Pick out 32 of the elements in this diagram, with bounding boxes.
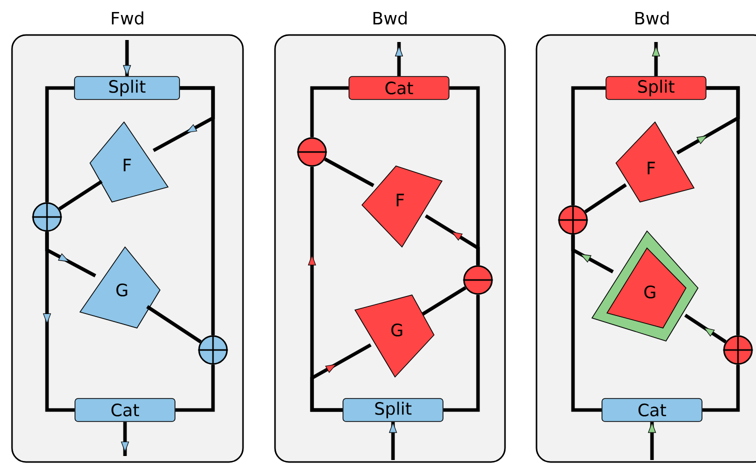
operator-circle bbox=[463, 265, 493, 295]
label-box: Cat bbox=[348, 76, 450, 100]
connector-line bbox=[58, 180, 103, 210]
label-box: Cat bbox=[74, 398, 176, 422]
panel-title: Fwd bbox=[112, 11, 144, 25]
connector-line bbox=[571, 86, 606, 206]
operator-circle bbox=[558, 205, 588, 235]
connector-line bbox=[702, 364, 740, 412]
connector-line bbox=[422, 286, 466, 316]
connector-line bbox=[324, 158, 374, 188]
arrow bbox=[684, 314, 727, 344]
panel-title: Bwd bbox=[635, 11, 669, 25]
connector-line bbox=[180, 86, 215, 336]
connector-line bbox=[146, 305, 202, 344]
connector-line bbox=[706, 86, 740, 336]
arrow bbox=[571, 234, 614, 274]
panel-title: Bwd bbox=[373, 11, 407, 25]
label-box: Split bbox=[342, 398, 444, 422]
label-box: Split bbox=[74, 76, 180, 100]
connector-line bbox=[443, 294, 480, 412]
label-box: Split bbox=[606, 76, 706, 100]
connector-line bbox=[45, 86, 74, 202]
label-box: Cat bbox=[602, 398, 702, 422]
operator-circle bbox=[297, 137, 327, 167]
connector-line bbox=[310, 86, 349, 138]
operator-circle bbox=[32, 202, 62, 232]
connector-line bbox=[584, 183, 627, 214]
operator-circle bbox=[723, 335, 753, 365]
connector-line bbox=[175, 364, 215, 412]
operator-circle bbox=[198, 335, 228, 365]
connector-line bbox=[449, 86, 480, 266]
arrow bbox=[308, 166, 343, 412]
